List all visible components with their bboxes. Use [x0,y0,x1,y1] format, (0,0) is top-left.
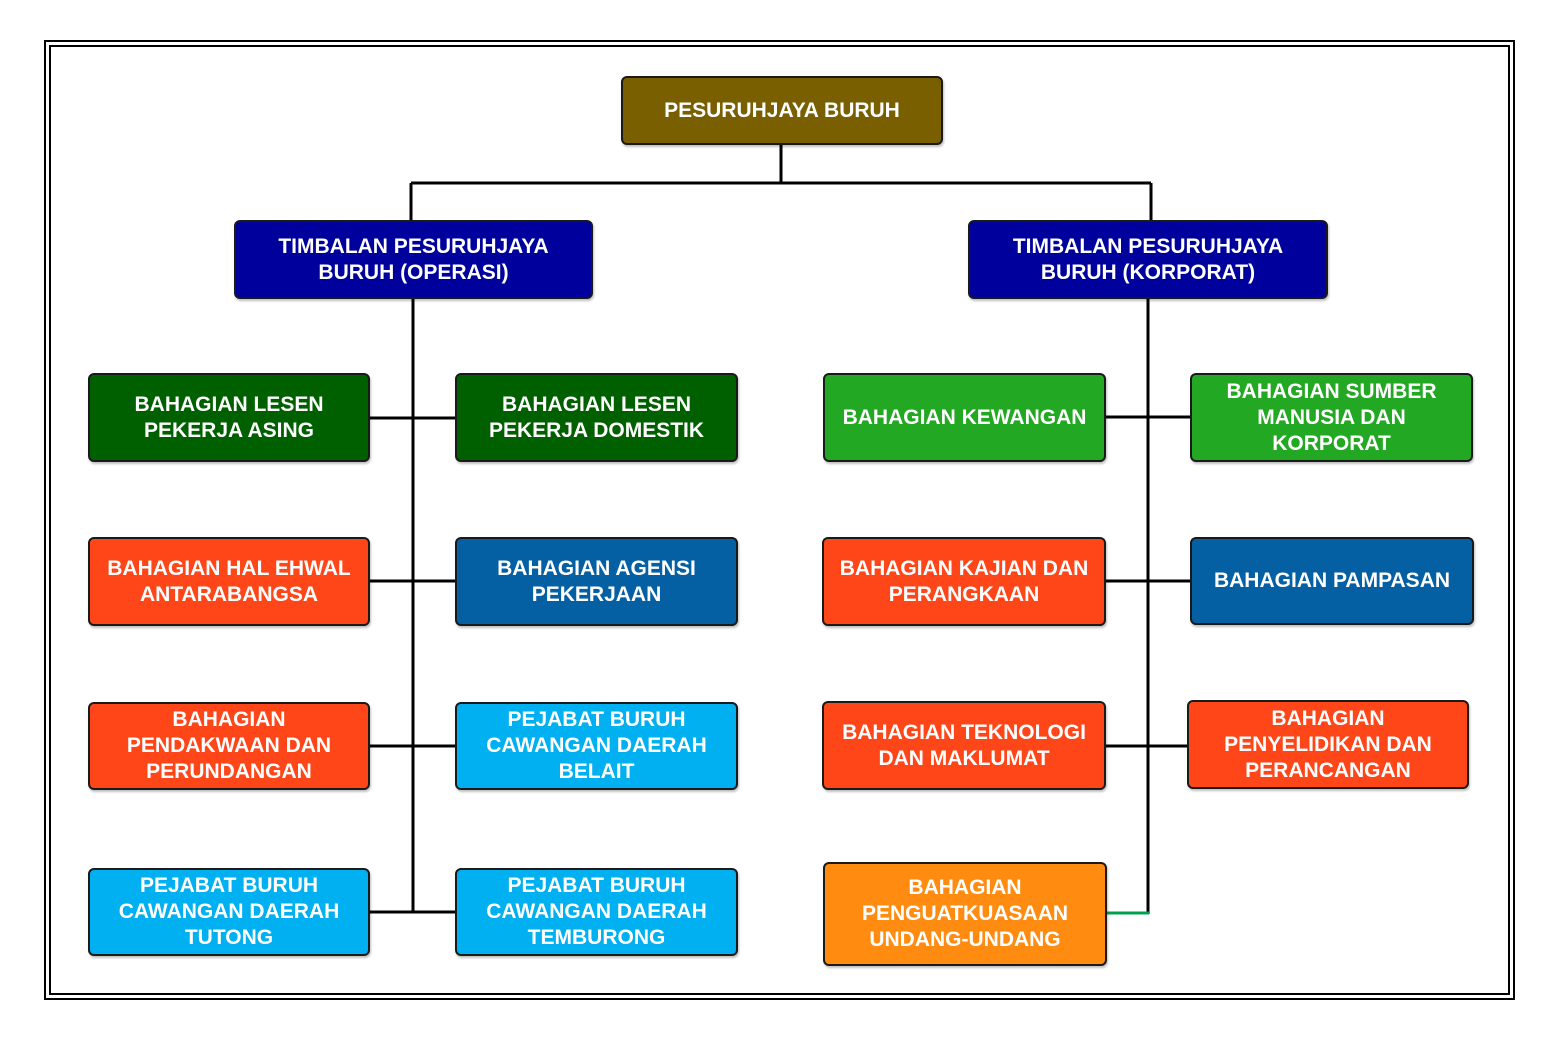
node-pesuruhjaya-buruh: PESURUHJAYA BURUH [621,76,943,145]
node-pejabat-temburong: PEJABAT BURUH CAWANGAN DAERAH TEMBURONG [455,868,738,956]
node-label: BAHAGIAN SUMBER MANUSIA DAN KORPORAT [1226,379,1437,455]
node-lesen-pekerja-asing: BAHAGIAN LESEN PEKERJA ASING [88,373,370,462]
node-label: BAHAGIAN LESEN PEKERJA ASING [134,392,324,442]
node-label: BAHAGIAN PAMPASAN [1213,569,1451,592]
node-label: TIMBALAN PESURUHJAYA BURUH (OPERASI) [278,234,549,284]
node-label: PEJABAT BURUH CAWANGAN DAERAH TEMBURONG [486,874,707,949]
node-timbalan-operasi: TIMBALAN PESURUHJAYA BURUH (OPERASI) [234,220,593,299]
node-label: PESURUHJAYA BURUH [664,98,900,122]
node-pendakwaan-perundangan: BAHAGIAN PENDAKWAAN DAN PERUNDANGAN [88,702,370,790]
node-teknologi-maklumat: BAHAGIAN TEKNOLOGI DAN MAKLUMAT [822,701,1106,790]
node-sumber-manusia-korporat: BAHAGIAN SUMBER MANUSIA DAN KORPORAT [1190,373,1473,462]
node-pampasan: BAHAGIAN PAMPASAN [1190,537,1474,625]
node-penguatkuasaan: BAHAGIAN PENGUATKUASAAN UNDANG-UNDANG [823,862,1107,966]
inner-border [49,45,1510,995]
node-label: BAHAGIAN AGENSI PEKERJAAN [497,556,696,606]
node-kewangan: BAHAGIAN KEWANGAN [823,373,1106,462]
node-pejabat-belait: PEJABAT BURUH CAWANGAN DAERAH BELAIT [455,702,738,790]
node-timbalan-korporat: TIMBALAN PESURUHJAYA BURUH (KORPORAT) [968,220,1328,299]
node-kajian-perangkaan: BAHAGIAN KAJIAN DAN PERANGKAAN [822,537,1106,626]
node-label: BAHAGIAN PENDAKWAAN DAN PERUNDANGAN [126,708,332,783]
node-hal-ehwal-antarabangsa: BAHAGIAN HAL EHWAL ANTARABANGSA [88,537,370,626]
node-agensi-pekerjaan: BAHAGIAN AGENSI PEKERJAAN [455,537,738,626]
node-penyelidikan-perancangan: BAHAGIAN PENYELIDIKAN DAN PERANCANGAN [1187,700,1469,789]
node-label: BAHAGIAN LESEN PEKERJA DOMESTIK [488,392,705,442]
node-label: BAHAGIAN TEKNOLOGI DAN MAKLUMAT [842,720,1086,770]
node-label: PEJABAT BURUH CAWANGAN DAERAH BELAIT [486,708,707,783]
node-label: BAHAGIAN KAJIAN DAN PERANGKAAN [839,556,1089,606]
node-label: TIMBALAN PESURUHJAYA BURUH (KORPORAT) [1012,234,1284,284]
node-label: BAHAGIAN PENGUATKUASAAN UNDANG-UNDANG [861,876,1069,951]
node-label: PEJABAT BURUH CAWANGAN DAERAH TUTONG [118,874,340,949]
node-pejabat-tutong: PEJABAT BURUH CAWANGAN DAERAH TUTONG [88,868,370,956]
node-label: BAHAGIAN PENYELIDIKAN DAN PERANCANGAN [1224,706,1432,782]
node-label: BAHAGIAN HAL EHWAL ANTARABANGSA [107,556,351,606]
node-lesen-pekerja-domestik: BAHAGIAN LESEN PEKERJA DOMESTIK [455,373,738,462]
node-label: BAHAGIAN KEWANGAN [842,405,1087,429]
outer-border [44,40,1515,1000]
